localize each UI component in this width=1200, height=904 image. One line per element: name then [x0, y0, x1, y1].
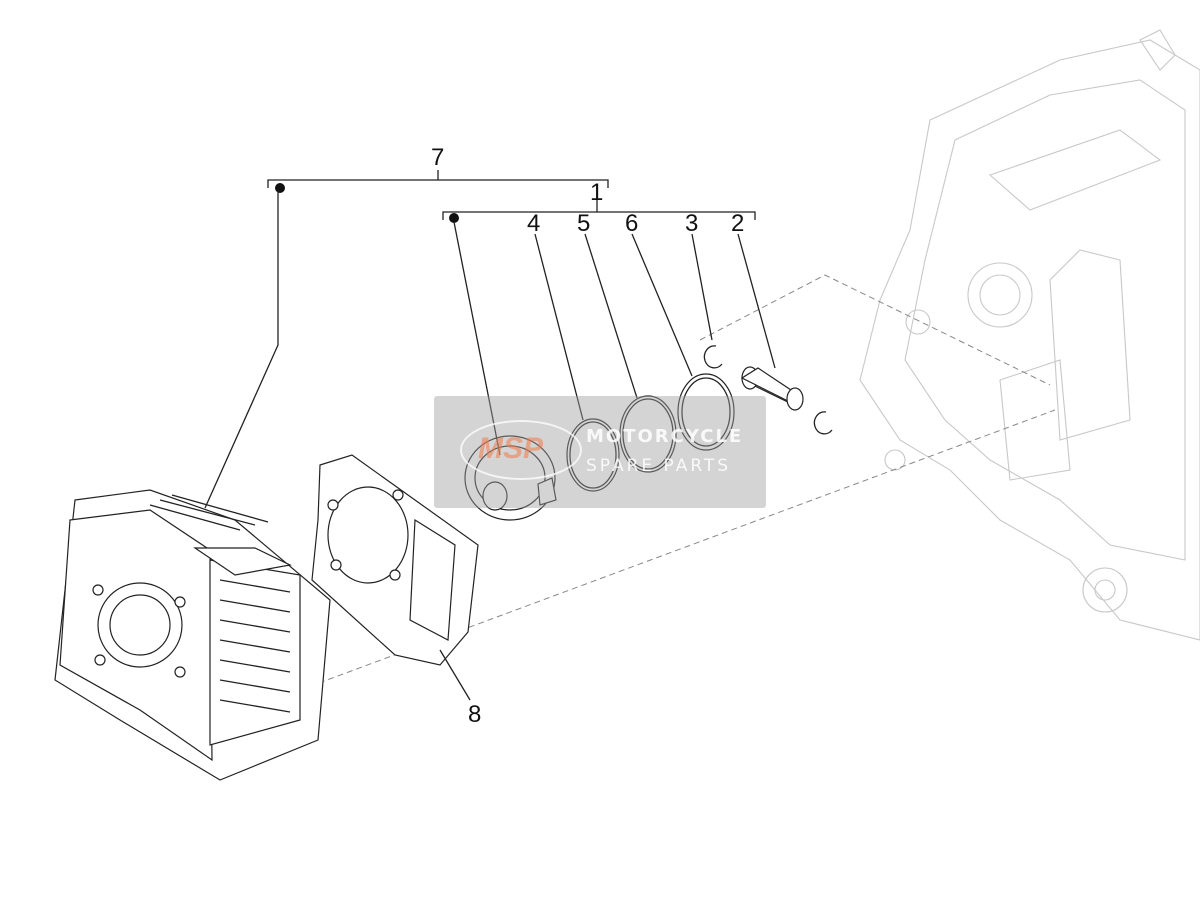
callout-1: 1: [590, 179, 603, 206]
cylinder-gasket: [311, 454, 479, 666]
callout-3: 3: [685, 210, 698, 237]
callout-2: 2: [731, 210, 744, 237]
callout-5: 5: [577, 210, 590, 237]
leader-bracket-7: [204, 170, 609, 509]
leaders-rings-pins: [439, 233, 776, 701]
wrist-pin: [740, 366, 804, 411]
callout-7: 7: [431, 144, 444, 171]
watermark-overlay: MSP MOTORCYCLE SPARE PARTS: [434, 396, 766, 508]
watermark-line-2: SPARE PARTS: [586, 456, 732, 476]
callout-6: 6: [625, 210, 638, 237]
piston-ring-5: [619, 395, 677, 473]
callout-4: 4: [527, 210, 540, 237]
globe-logo-icon: MSP: [460, 420, 582, 480]
piston-ring-6: [677, 373, 735, 451]
watermark-line-1: MOTORCYCLE: [586, 426, 744, 447]
leader-bracket-1: [442, 200, 756, 456]
circlip-3: [703, 345, 833, 435]
engine-crankcase-ghost: [859, 29, 1200, 641]
watermark-logo-text: MSP: [478, 432, 544, 465]
callout-8: 8: [468, 701, 481, 728]
cylinder-block: [54, 489, 331, 781]
